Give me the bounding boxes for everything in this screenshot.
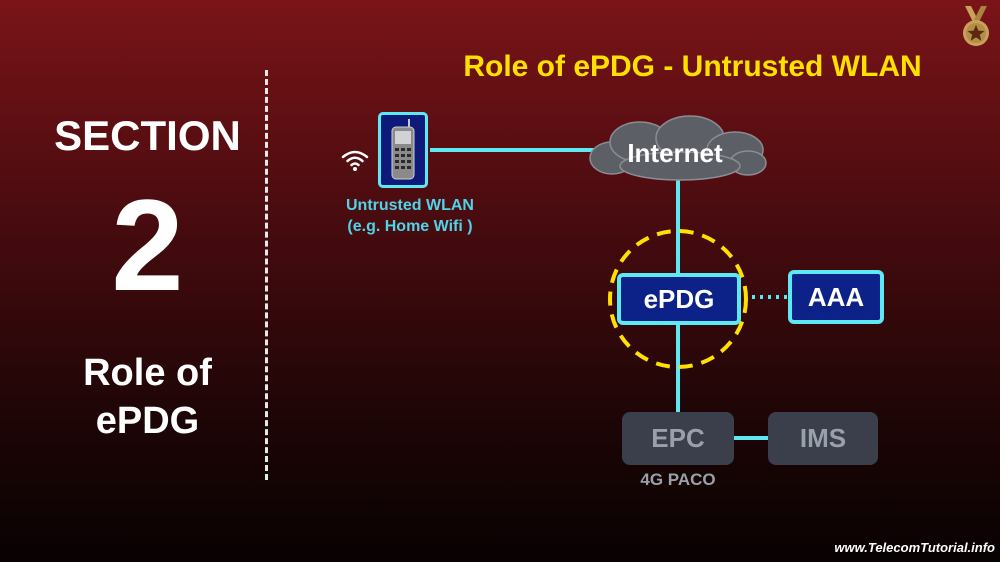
epdg-node: ePDG [617,273,741,325]
internet-cloud [589,115,767,181]
mobile-phone-icon [378,112,428,188]
ims-node: IMS [768,412,878,465]
epc-node: EPC [622,412,734,465]
wlan-label: Untrusted WLAN (e.g. Home Wifi ) [325,196,495,238]
medal-icon [963,6,989,46]
section-divider [265,70,268,480]
section-number: 2 [111,172,184,318]
footer-url: www.TelecomTutorial.info [834,540,995,555]
epc-sublabel: 4G PACO [640,470,716,489]
section-caption-line2: ePDG [95,399,200,442]
section-caption: Role of ePDG [40,350,255,445]
slide-title: Role of ePDG - Untrusted WLAN [463,50,922,83]
section-caption-line1: Role of [83,352,212,394]
epdg-highlight-circle [608,229,748,369]
wlan-label-line2: (e.g. Home Wifi ) [347,217,473,235]
internet-label: Internet [627,138,723,168]
wlan-label-line1: Untrusted WLAN [346,197,474,214]
aaa-node: AAA [788,270,884,324]
section-label: SECTION [54,112,241,159]
wifi-icon [341,150,369,171]
